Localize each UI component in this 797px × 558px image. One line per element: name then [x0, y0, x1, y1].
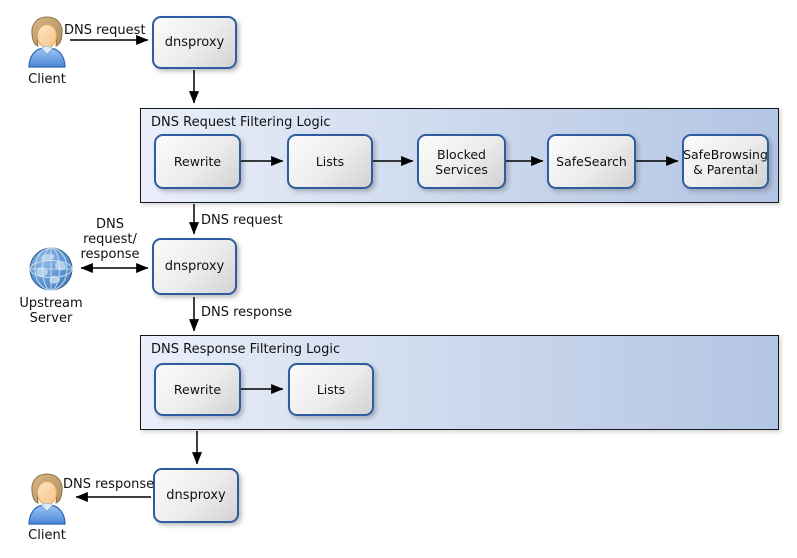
upstream-arrow-line2: request/ [83, 232, 137, 247]
dnsproxy-top-label: dnsproxy [164, 35, 225, 50]
filter-box-lists-request: Lists [287, 134, 373, 189]
edge-label-top-request: DNS request [64, 23, 146, 38]
filter-box-label: Rewrite [173, 382, 222, 397]
upstream-arrow-line1: DNS [96, 217, 124, 232]
filter-box-label: Lists [316, 382, 346, 397]
filter-box-safebrowsing-parental: SafeBrowsing & Parental [682, 134, 769, 189]
dnsproxy-bottom-label: dnsproxy [166, 488, 226, 503]
upstream-label-line2: Server [29, 311, 73, 326]
edge-label-bottom-response: DNS response [63, 477, 155, 492]
client-icon [24, 14, 70, 70]
filter-box-rewrite-request: Rewrite [154, 134, 241, 189]
filter-box-label: Blocked Services [435, 146, 488, 177]
upstream-label-line1: Upstream [19, 296, 83, 311]
filter-box-label: Lists [315, 154, 345, 169]
filter-box-safesearch: SafeSearch [547, 134, 636, 189]
response-filtering-title: DNS Response Filtering Logic [151, 342, 341, 357]
request-filtering-container: DNS Request Filtering Logic Rewrite List… [140, 108, 779, 203]
upstream-arrow-line3: response [80, 247, 140, 262]
response-filtering-container: DNS Response Filtering Logic Rewrite Lis… [140, 335, 779, 430]
upstream-server-icon [27, 245, 75, 293]
client-top-label: Client [28, 72, 66, 87]
filter-box-lists-response: Lists [288, 363, 374, 416]
client-icon [24, 471, 70, 527]
filter-box-label: Rewrite [173, 154, 222, 169]
filter-box-rewrite-response: Rewrite [154, 363, 241, 416]
dnsproxy-box-middle: dnsproxy [152, 238, 237, 295]
filter-box-blocked-services: Blocked Services [417, 134, 506, 189]
dnsproxy-middle-label: dnsproxy [164, 259, 225, 274]
client-bottom-label: Client [28, 528, 66, 543]
request-filtering-title: DNS Request Filtering Logic [151, 115, 331, 130]
filter-box-label: SafeSearch [556, 154, 627, 169]
dnsproxy-box-bottom: dnsproxy [153, 468, 239, 523]
upstream-server-label: Upstream Server [6, 296, 96, 326]
edge-label-mid-request: DNS request [201, 213, 283, 228]
edge-label-mid-response: DNS response [201, 305, 293, 320]
dnsproxy-box-top: dnsproxy [152, 16, 237, 69]
edge-label-upstream: DNS request/ response [70, 217, 150, 262]
filter-box-label: SafeBrowsing & Parental [683, 146, 768, 177]
